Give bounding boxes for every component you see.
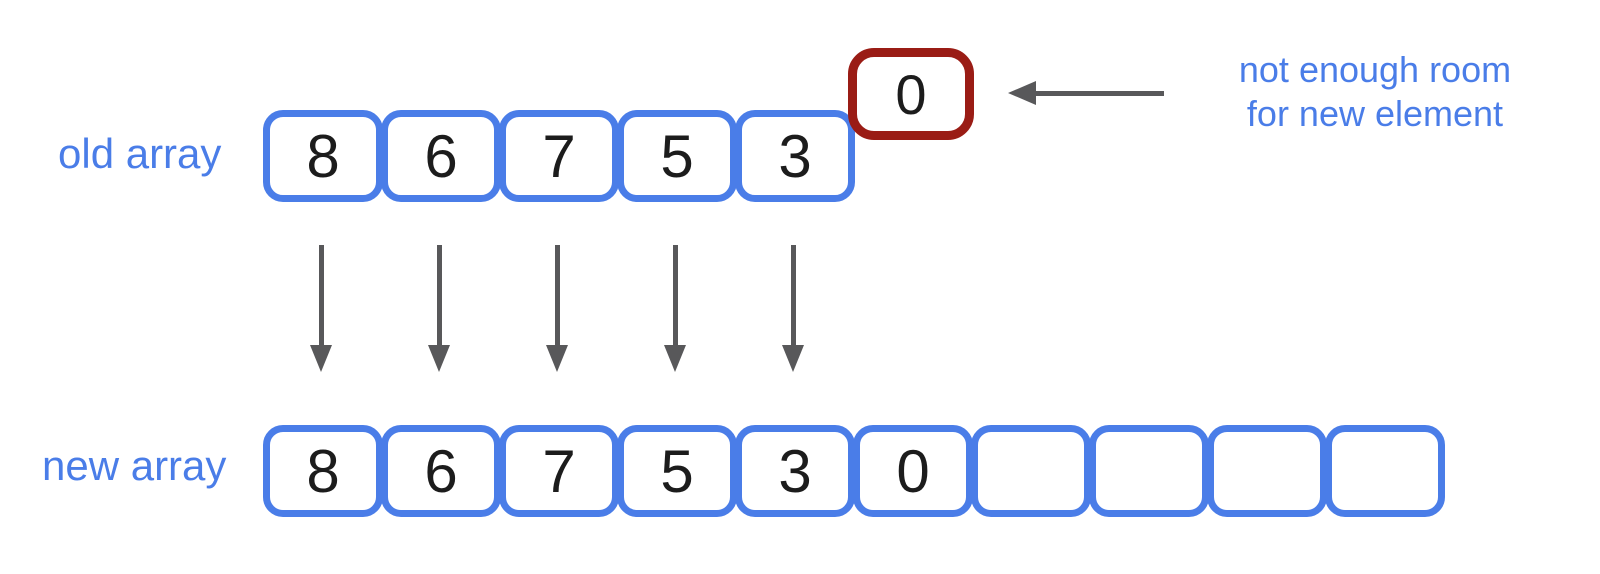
new-array-row: 8 6 7 5 3 0 xyxy=(263,425,1445,517)
annotation-text: not enough room for new element xyxy=(1180,48,1570,136)
down-arrow-icon xyxy=(310,245,332,372)
array-cell: 0 xyxy=(853,425,973,517)
down-arrow-icon xyxy=(546,245,568,372)
arrow-stem xyxy=(790,245,796,345)
arrow-stem xyxy=(672,245,678,345)
array-cell xyxy=(1089,425,1209,517)
array-cell xyxy=(971,425,1091,517)
array-cell: 7 xyxy=(499,425,619,517)
array-cell xyxy=(1207,425,1327,517)
array-cell: 6 xyxy=(381,425,501,517)
old-array-row: 8 6 7 5 3 xyxy=(263,110,855,202)
array-cell: 5 xyxy=(617,425,737,517)
array-cell: 7 xyxy=(499,110,619,202)
array-cell: 8 xyxy=(263,110,383,202)
array-cell: 3 xyxy=(735,110,855,202)
old-array-label: old array xyxy=(58,130,222,177)
down-arrow-icon xyxy=(782,245,804,372)
arrow-head xyxy=(428,345,450,372)
array-cell: 5 xyxy=(617,110,737,202)
annotation-line-1: not enough room xyxy=(1238,49,1512,90)
arrow-stem xyxy=(554,245,560,345)
arrow-head xyxy=(546,345,568,372)
arrow-head xyxy=(1008,81,1036,105)
arrow-head xyxy=(664,345,686,372)
arrow-stem xyxy=(1036,90,1164,96)
overflow-cell: 0 xyxy=(848,48,974,140)
array-cell xyxy=(1325,425,1445,517)
arrow-head xyxy=(310,345,332,372)
arrow-stem xyxy=(436,245,442,345)
down-arrow-icon xyxy=(664,245,686,372)
down-arrow-icon xyxy=(428,245,450,372)
new-array-label: new array xyxy=(42,442,227,489)
array-cell: 8 xyxy=(263,425,383,517)
left-arrow-icon xyxy=(1008,81,1164,105)
arrow-stem xyxy=(318,245,324,345)
arrow-head xyxy=(782,345,804,372)
array-cell: 6 xyxy=(381,110,501,202)
annotation-line-2: for new element xyxy=(1246,93,1504,134)
array-cell: 3 xyxy=(735,425,855,517)
